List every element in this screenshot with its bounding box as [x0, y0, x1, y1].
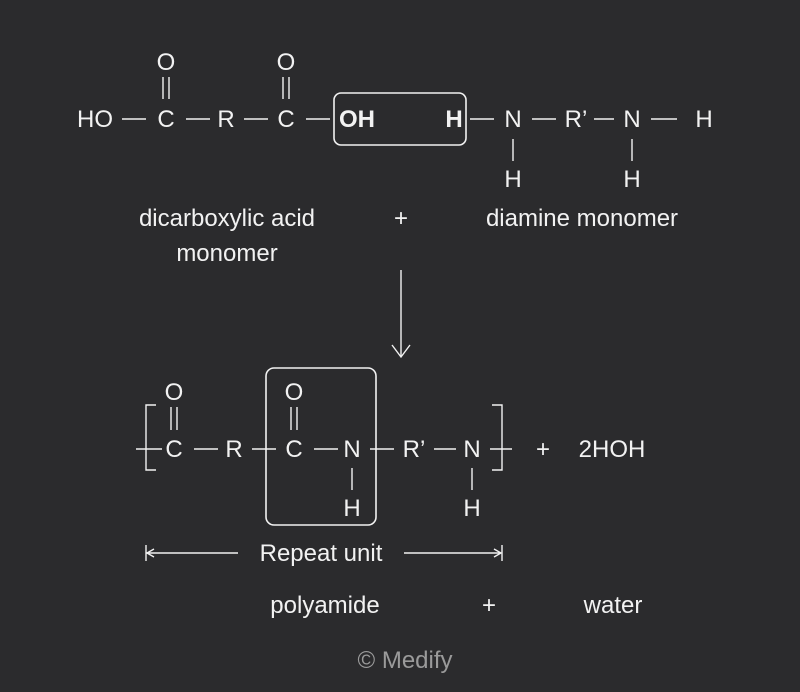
acid-carbon-1: C: [157, 106, 174, 133]
reactants-plus: +: [394, 205, 408, 232]
amide-link-box: [265, 367, 377, 526]
repeat-unit-span: Repeat unit: [145, 540, 503, 567]
amine-nitrogen-1: N: [504, 106, 521, 133]
amine-h-n1: H: [504, 166, 521, 193]
left-bracket: [145, 404, 156, 471]
acid-label-line-2: monomer: [176, 240, 277, 267]
polymer-nitrogen-1: N: [343, 436, 360, 463]
diamine-structure: N R’ N H H H: [470, 106, 713, 193]
dicarboxylic-acid-structure: HO C R C O O: [77, 49, 330, 133]
right-bracket: [492, 404, 503, 471]
amine-h-left: H: [445, 106, 462, 133]
polymer-r-group: R: [225, 436, 242, 463]
products-plus-formula: +: [536, 436, 550, 463]
polyamide-label: polyamide: [270, 592, 379, 619]
polymer-h-n2: H: [463, 495, 480, 522]
acid-oxygen-1: O: [157, 49, 176, 76]
span-arrowhead-right: [493, 548, 503, 558]
amine-label: diamine monomer: [486, 205, 678, 232]
water-elimination-box: [333, 92, 467, 146]
polymer-oxygen-2: O: [285, 379, 304, 406]
acid-carbon-2: C: [277, 106, 294, 133]
polymer-oxygen-1: O: [165, 379, 184, 406]
polymer-nitrogen-2: N: [463, 436, 480, 463]
acid-label-line-1: dicarboxylic acid: [139, 205, 315, 232]
acid-ho-atom: HO: [77, 106, 113, 133]
polymer-carbon-1: C: [165, 436, 182, 463]
acid-r-group: R: [217, 106, 234, 133]
copyright-text: © Medify: [357, 647, 452, 674]
amine-r-prime: R’: [565, 106, 588, 133]
amine-nitrogen-2: N: [623, 106, 640, 133]
products-plus: +: [482, 592, 496, 619]
reaction-arrow-icon: [391, 270, 411, 359]
amine-h-n2: H: [623, 166, 640, 193]
amine-h-right: H: [695, 106, 712, 133]
span-arrowhead-left: [145, 548, 155, 558]
acid-oh-group: OH: [339, 106, 375, 133]
polymer-carbon-2: C: [285, 436, 302, 463]
polyamide-structure: O C R O C N H R’ N H: [136, 367, 512, 526]
acid-oxygen-2: O: [277, 49, 296, 76]
polymer-r-prime: R’: [403, 436, 426, 463]
water-label: water: [583, 592, 643, 619]
repeat-unit-label: Repeat unit: [260, 540, 383, 567]
polymer-h-n1: H: [343, 495, 360, 522]
water-formula: 2HOH: [579, 436, 646, 463]
